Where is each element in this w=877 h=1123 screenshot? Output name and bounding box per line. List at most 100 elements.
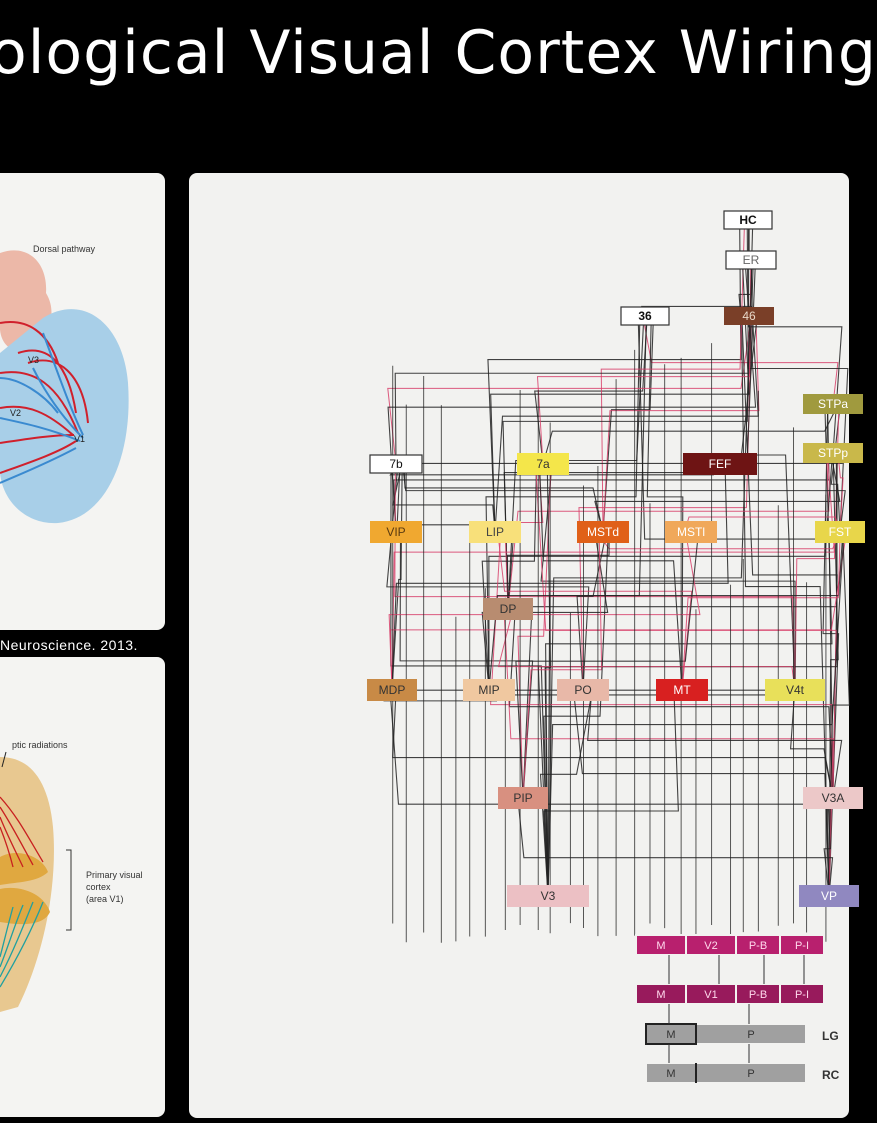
- rgc-row-cell: M: [646, 1063, 696, 1083]
- area-node-label: MSTl: [677, 525, 705, 539]
- v1-row-cell-label: V1: [704, 989, 717, 1001]
- area-node-mt: MT: [656, 679, 708, 701]
- area-node-v4t: V4t: [765, 679, 825, 701]
- area-node-label: V3: [541, 889, 556, 903]
- area-label-v1: V1: [74, 434, 85, 444]
- area-node-label: ER: [743, 253, 760, 267]
- area-node-label: MT: [673, 683, 691, 697]
- figure-caption: Neuroscience. 2013.: [0, 637, 138, 653]
- lgn-row-cell-label: M: [666, 1029, 675, 1041]
- area-node-po: PO: [557, 679, 609, 701]
- v2-row-cell: M: [636, 935, 686, 955]
- connection-line: [540, 464, 682, 690]
- area-node-lip: LIP: [469, 521, 521, 543]
- area-node-fst: FST: [815, 521, 865, 543]
- area-node-label: VP: [821, 889, 837, 903]
- area-node-label: V4t: [786, 683, 805, 697]
- cortex-label-line-1: Primary visual: [86, 870, 143, 880]
- area-node-pip: PIP: [498, 787, 548, 809]
- v1-row-cell-label: M: [656, 989, 665, 1001]
- area-node-label: PIP: [513, 791, 532, 805]
- area-node-label: MIP: [478, 683, 499, 697]
- area-node-7b: 7b: [370, 455, 422, 473]
- connection-line: [488, 220, 741, 532]
- area-node-er: ER: [726, 251, 776, 269]
- connection-line: [395, 260, 753, 464]
- connection-line: [498, 609, 795, 690]
- optic-radiations-panel: ptic radiations Primary visual cortex (a…: [0, 657, 165, 1117]
- dorsal-pathway-panel: Dorsal pathway V3 V2 V1: [0, 173, 165, 630]
- connection-lines: [385, 220, 850, 943]
- area-node-stpp: STPp: [803, 443, 863, 463]
- v1-row-cell: P-I: [780, 984, 824, 1004]
- area-node-label: 46: [742, 309, 756, 323]
- area-node-fef: FEF: [683, 453, 757, 475]
- v1-row-cell: P-B: [736, 984, 780, 1004]
- v1-row-cell-label: P-B: [749, 989, 767, 1001]
- v2-row-cell: V2: [686, 935, 736, 955]
- v1-row-cell-label: P-I: [795, 989, 809, 1001]
- area-node-vip: VIP: [370, 521, 422, 543]
- area-node-7a: 7a: [517, 453, 569, 475]
- area-node-v3a: V3A: [803, 787, 863, 809]
- connection-line: [535, 316, 647, 464]
- lgn-row-cell: P: [696, 1024, 806, 1044]
- rgc-row-cell-label: P: [747, 1068, 754, 1080]
- area-node-36: 36: [621, 307, 669, 325]
- connection-line: [573, 690, 829, 896]
- area-node-label: DP: [500, 602, 517, 616]
- area-node-label: PO: [574, 683, 591, 697]
- area-node-label: VIP: [386, 525, 405, 539]
- connection-line: [548, 316, 646, 896]
- v2-row-cell-label: V2: [704, 940, 717, 952]
- area-node-label: FEF: [709, 457, 732, 471]
- connection-line: [544, 690, 679, 896]
- v2-row-cell-label: P-I: [795, 940, 809, 952]
- slide-title: ological Visual Cortex Wiring: [0, 18, 877, 88]
- lgn-row-cell: M: [646, 1024, 696, 1044]
- area-node-mdp: MDP: [367, 679, 417, 701]
- connection-line: [507, 532, 609, 609]
- v1-row-cell: M: [636, 984, 686, 1004]
- area-node-46: 46: [724, 307, 774, 325]
- area-node-label: 36: [638, 309, 652, 323]
- area-node-mstl: MSTl: [665, 521, 717, 543]
- connection-line: [509, 609, 833, 798]
- rgc-label: RC: [822, 1068, 840, 1082]
- area-node-label: STPp: [818, 446, 848, 460]
- connection-line: [597, 532, 840, 549]
- area-node-label: 7a: [536, 457, 550, 471]
- cortex-label-line-3: (area V1): [86, 894, 124, 904]
- area-node-label: HC: [739, 213, 757, 227]
- connection-line: [392, 453, 834, 690]
- connection-line: [388, 316, 752, 464]
- connection-line: [504, 609, 833, 896]
- lgn-label: LG: [822, 1029, 839, 1043]
- connection-line: [546, 404, 832, 896]
- connection-line: [392, 464, 728, 690]
- area-label-v2: V2: [10, 408, 21, 418]
- area-node-v3: V3: [507, 885, 589, 907]
- connection-line: [495, 316, 758, 532]
- area-node-label: 7b: [389, 457, 403, 471]
- cortex-label-line-2: cortex: [86, 882, 111, 892]
- v2-row-cell-label: P-B: [749, 940, 767, 952]
- area-node-dp: DP: [483, 598, 533, 620]
- connection-line: [491, 260, 749, 532]
- rgc-row-cell: P: [696, 1063, 806, 1083]
- rgc-row-cell-label: M: [666, 1068, 675, 1080]
- area-node-stpa: STPa: [803, 394, 863, 414]
- connection-line: [486, 316, 640, 690]
- area-node-label: MDP: [379, 683, 406, 697]
- v1-row-cell: V1: [686, 984, 736, 1004]
- v2-row-cell: P-B: [736, 935, 780, 955]
- area-node-hc: HC: [724, 211, 772, 229]
- lgn-row-cell-label: P: [747, 1029, 754, 1041]
- connection-line: [541, 464, 795, 690]
- v2-row-cell-label: M: [656, 940, 665, 952]
- area-node-vp: VP: [799, 885, 859, 907]
- area-node-label: FST: [829, 525, 852, 539]
- optic-radiations-label: ptic radiations: [12, 740, 68, 750]
- connection-line: [518, 798, 833, 896]
